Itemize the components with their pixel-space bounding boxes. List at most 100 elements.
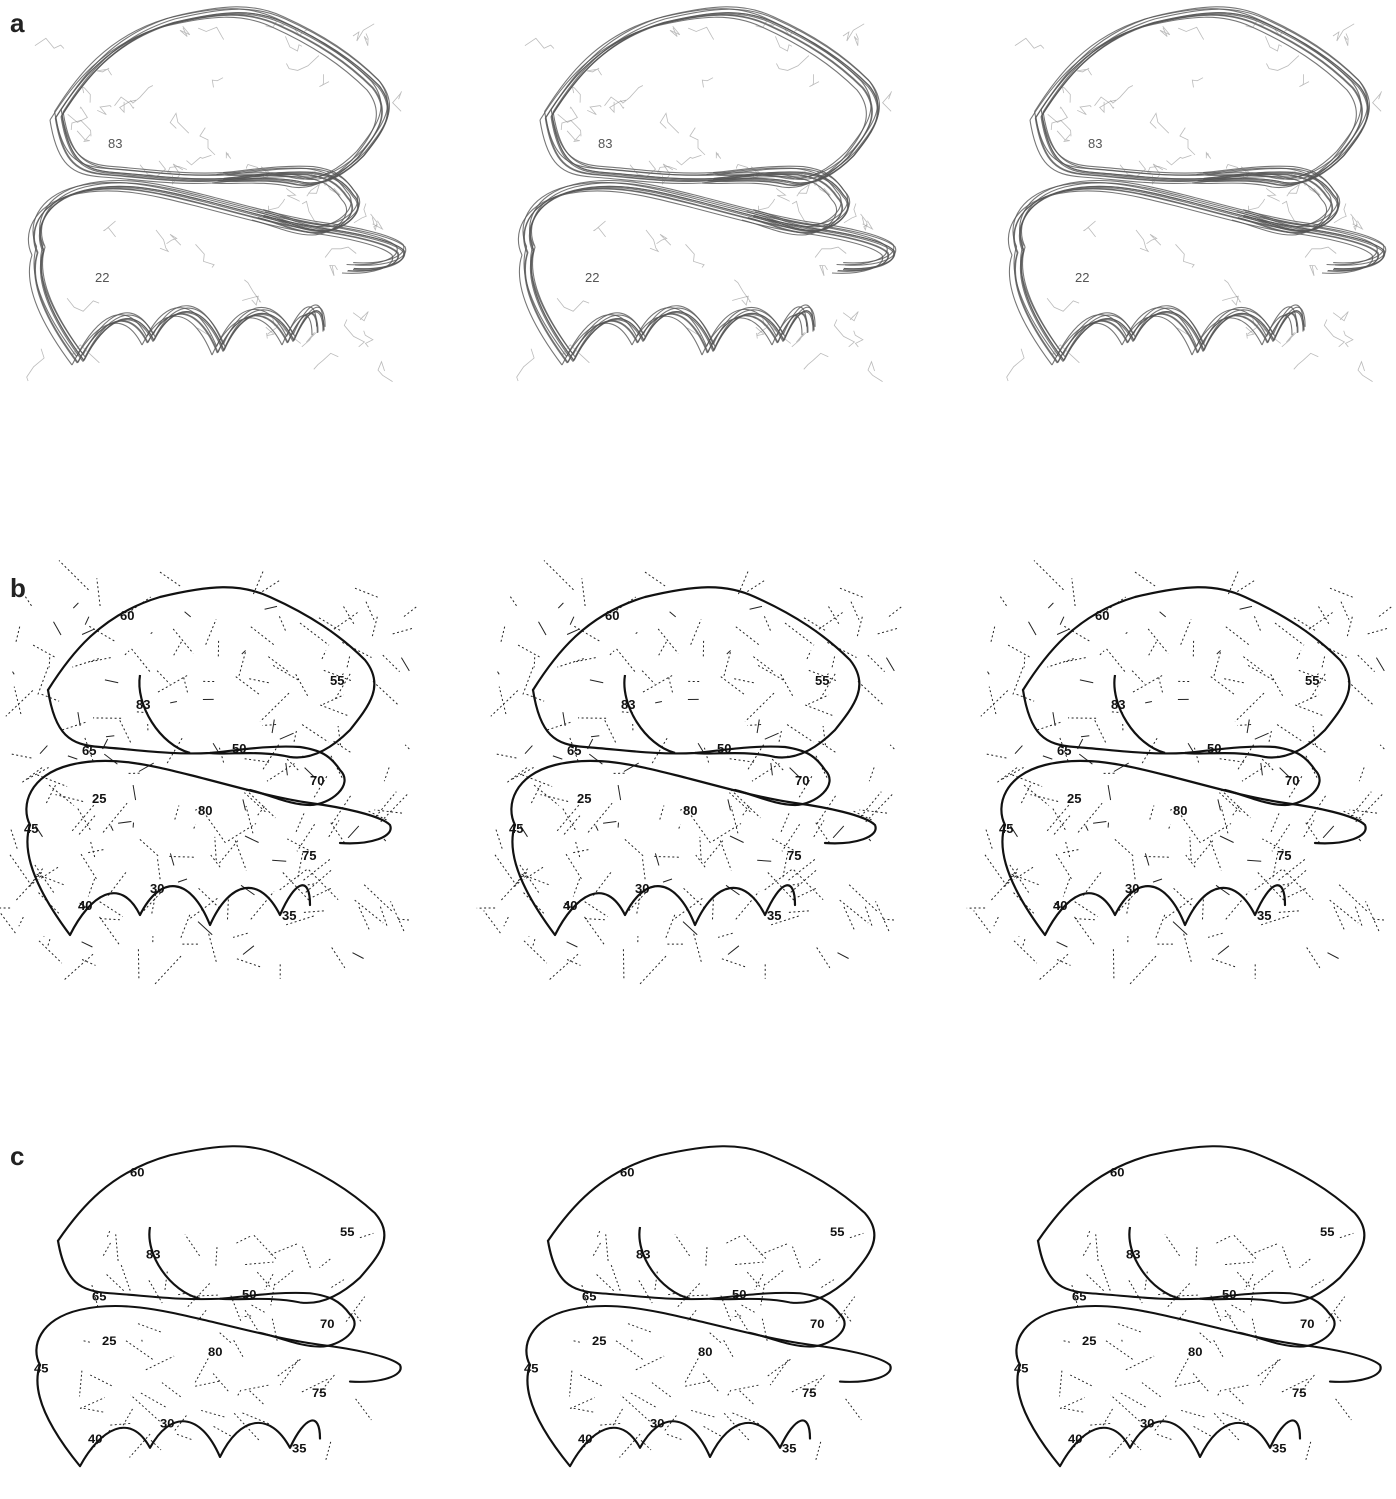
noe-restraint-line xyxy=(573,658,596,663)
noe-restraint-line xyxy=(512,768,533,780)
noe-restraint-line xyxy=(1014,941,1037,963)
noe-restraint-line xyxy=(1142,1383,1161,1397)
residue-label: 25 xyxy=(577,791,591,806)
backbone-trace-segment xyxy=(540,17,866,187)
noe-restraint-line xyxy=(1284,870,1313,900)
backbone-trace-segment xyxy=(61,7,387,177)
ca-trace-zigzag xyxy=(557,298,589,311)
bond-stick xyxy=(241,885,255,895)
ca-trace-zigzag xyxy=(1333,24,1354,41)
backbone-trace-segment xyxy=(545,15,871,185)
backbone-ribbon xyxy=(548,1146,874,1303)
noe-restraint-line xyxy=(1055,853,1071,879)
noe-restraint-line xyxy=(72,659,98,668)
noe-restraint-line xyxy=(541,795,569,802)
ca-trace-zigzag xyxy=(200,128,215,155)
ca-trace-zigzag xyxy=(646,230,658,251)
bond-stick xyxy=(655,853,659,865)
bond-stick xyxy=(988,672,990,675)
noe-restraint-line xyxy=(599,1423,620,1425)
noe-restraint-line xyxy=(696,855,705,867)
noe-restraint-line xyxy=(162,1383,181,1397)
noe-restraint-line xyxy=(1311,1280,1324,1288)
noe-restraint-line xyxy=(1380,745,1384,749)
backbone-ribbon xyxy=(533,587,859,757)
ca-trace-zigzag xyxy=(170,113,189,133)
residue-label: 83 xyxy=(1126,1248,1141,1261)
backbone-trace-segment xyxy=(62,13,388,183)
bond-stick xyxy=(1145,853,1149,865)
noe-restraint-line xyxy=(1010,865,1029,893)
noe-restraint-line xyxy=(1203,896,1204,919)
noe-restraint-line xyxy=(658,629,678,654)
noe-restraint-line xyxy=(1194,841,1213,864)
bond-stick xyxy=(40,746,47,754)
noe-restraint-line xyxy=(366,602,374,620)
ca-trace-zigzag xyxy=(1344,33,1348,45)
noe-restraint-line xyxy=(549,954,578,980)
noe-restraint-line xyxy=(81,1408,104,1412)
noe-restraint-line xyxy=(252,1305,265,1312)
ca-trace-zigzag xyxy=(792,332,806,346)
noe-restraint-line xyxy=(747,745,763,771)
noe-restraint-line xyxy=(100,919,120,920)
ca-trace-zigzag xyxy=(103,221,115,237)
noe-restraint-line xyxy=(250,626,274,645)
noe-restraint-line xyxy=(1066,842,1070,858)
noe-restraint-line xyxy=(1194,1426,1212,1436)
bond-stick xyxy=(886,658,894,671)
ca-trace-zigzag xyxy=(1192,78,1203,88)
noe-restraint-line xyxy=(1175,1381,1200,1386)
backbone-trace-segment xyxy=(1020,186,1384,268)
bond-stick xyxy=(280,733,294,739)
noe-restraint-line xyxy=(1225,626,1249,645)
backbone-ribbon xyxy=(139,675,190,753)
noe-restraint-line xyxy=(194,824,196,828)
stereo-view-b-1: 60558365507025804575403035 xyxy=(10,565,420,985)
backbone-trace-segment xyxy=(545,9,871,179)
noe-restraint-line xyxy=(495,855,514,883)
noe-restraint-line xyxy=(249,679,269,683)
noe-restraint-line xyxy=(1100,651,1104,655)
noe-restraint-line xyxy=(1358,655,1375,672)
noe-restraint-line xyxy=(807,650,811,659)
noe-restraint-line xyxy=(1359,768,1364,782)
noe-restraint-line xyxy=(691,1410,714,1417)
ca-trace-zigzag xyxy=(1057,131,1070,142)
noe-restraint-line xyxy=(277,1359,300,1376)
noe-restraint-line xyxy=(729,793,750,812)
noe-restraint-line xyxy=(175,806,179,820)
noe-restraint-line xyxy=(1355,907,1362,927)
noe-restraint-line xyxy=(11,830,18,850)
ca-trace-zigzag xyxy=(353,312,368,321)
ca-trace-zigzag xyxy=(1206,153,1211,159)
bond-stick xyxy=(833,826,844,838)
ca-trace-zigzag xyxy=(1167,155,1192,165)
ca-trace-zigzag xyxy=(1222,296,1238,305)
bond-stick xyxy=(726,885,740,895)
stereo-view-b-2: 60558365507025804575403035 xyxy=(495,565,905,985)
ca-trace-zigzag xyxy=(302,332,316,346)
noe-restraint-line xyxy=(724,652,730,676)
noe-restraint-line xyxy=(563,808,576,830)
bond-stick xyxy=(170,702,177,703)
noe-restraint-line xyxy=(185,1235,200,1256)
noe-restraint-line xyxy=(585,902,608,917)
noe-restraint-line xyxy=(355,1313,363,1323)
bond-stick xyxy=(563,712,565,726)
residue-label: 83 xyxy=(1088,136,1102,151)
backbone-ribbon xyxy=(36,1306,400,1382)
noe-restraint-line xyxy=(1221,806,1228,833)
panel-b: b 60558365507025804575403035 60558365507… xyxy=(0,565,1396,985)
ca-trace-zigzag xyxy=(268,199,284,210)
ca-trace-zigzag xyxy=(567,131,580,142)
bond-stick xyxy=(213,743,218,752)
bond-stick xyxy=(118,822,131,824)
ca-trace-zigzag xyxy=(854,33,858,45)
noe-restraint-line xyxy=(0,911,15,934)
noe-restraint-line xyxy=(234,676,259,695)
noe-restraint-line xyxy=(731,1412,759,1424)
noe-restraint-line xyxy=(262,580,280,592)
noe-restraint-line xyxy=(593,1243,601,1257)
noe-restraint-line xyxy=(356,1399,372,1420)
